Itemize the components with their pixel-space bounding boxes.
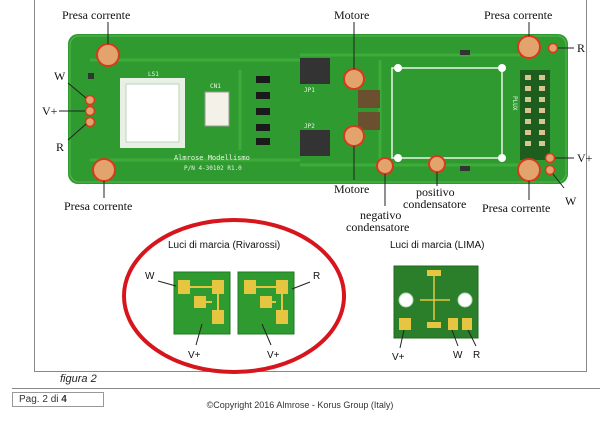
label-vplus-right: V+ (577, 151, 593, 165)
pad-vplus-right (544, 152, 556, 164)
inductor (358, 112, 380, 130)
rivarossi-diagram: Luci di marcia (Rivarossi) W R V+ V+ (122, 218, 346, 374)
ls1-label: LS1 (148, 71, 159, 78)
page-total: 4 (61, 394, 67, 405)
pad-motore-bottom (343, 125, 365, 147)
board-part-number: P/N 4-30102 R1.0 (184, 165, 242, 172)
figure-caption: figura 2 (60, 373, 97, 385)
plux-label: PLUX (511, 96, 518, 111)
cn1-connector (204, 91, 230, 127)
lima-diagram: Luci di marcia (LIMA) V+ W R (390, 240, 484, 363)
jp1-connector (300, 58, 330, 84)
label-r-right: R (577, 41, 585, 55)
page-frame (34, 0, 587, 372)
label-presa-corrente-bl: Presa corrente (64, 199, 132, 213)
pad-w-left (84, 94, 96, 106)
pad-r-right (547, 42, 559, 54)
label-negativo-condensatore: condensatore (346, 220, 409, 234)
jp2-label: JP2 (304, 123, 315, 130)
mount-hole (498, 64, 506, 72)
pad-presa-tr (517, 35, 541, 59)
pad-presa-tl (96, 43, 120, 67)
jp1-label: JP1 (304, 87, 315, 94)
page-label: Pag. (19, 394, 40, 405)
pad-w-right (544, 164, 556, 176)
rivarossi-w-label: W (145, 271, 155, 282)
board-title: Almrose Modellismo (174, 154, 250, 162)
page-of: di (50, 394, 59, 405)
jp2-connector (300, 130, 330, 156)
label-w-left: W (54, 69, 66, 83)
label-motore-top: Motore (334, 8, 369, 22)
copyright-text: ©Copyright 2016 Almrose - Korus Group (I… (206, 400, 394, 410)
pad-presa-bl (92, 158, 116, 182)
lima-title: Luci di marcia (LIMA) (390, 240, 484, 251)
label-motore-bottom: Motore (334, 182, 369, 196)
pad-presa-br (517, 158, 541, 182)
pad-vplus-left (84, 105, 96, 117)
resistor-array (256, 76, 270, 145)
decoder-board: LS1 CN1 JP1 JP2 (68, 34, 568, 184)
footer-divider (12, 388, 600, 389)
plux-header (520, 70, 550, 160)
pad-negativo (376, 157, 394, 175)
label-negativo: negativo (360, 208, 401, 222)
label-vplus-left: V+ (42, 104, 58, 118)
label-presa-corrente-tl: Presa corrente (62, 8, 130, 22)
mount-hole (498, 154, 506, 162)
mount-hole (394, 64, 402, 72)
pad-positivo (428, 155, 446, 173)
rivarossi-r-label: R (313, 271, 320, 282)
red-highlight-ellipse (122, 218, 346, 374)
rivarossi-vplus-b-label: V+ (267, 350, 280, 361)
lima-r-label: R (473, 350, 480, 361)
label-w-right: W (565, 194, 577, 208)
label-presa-corrente-br: Presa corrente (482, 201, 550, 215)
mount-hole (394, 154, 402, 162)
cn1-label: CN1 (210, 83, 221, 90)
inductor (358, 90, 380, 108)
lima-w-label: W (453, 350, 463, 361)
page-number-box: Pag. 2 di 4 (12, 392, 104, 407)
page-current: 2 (42, 394, 48, 405)
lima-vplus-label: V+ (392, 352, 405, 363)
pad-r-left (84, 116, 96, 128)
label-positivo-condensatore: condensatore (403, 197, 466, 211)
label-r-left: R (56, 140, 64, 154)
pad-motore-top (343, 68, 365, 90)
rivarossi-title: Luci di marcia (Rivarossi) (168, 240, 280, 251)
callout-lines (59, 22, 574, 206)
label-positivo: positivo (416, 185, 455, 199)
rivarossi-vplus-a-label: V+ (188, 350, 201, 361)
label-presa-corrente-tr: Presa corrente (484, 8, 552, 22)
